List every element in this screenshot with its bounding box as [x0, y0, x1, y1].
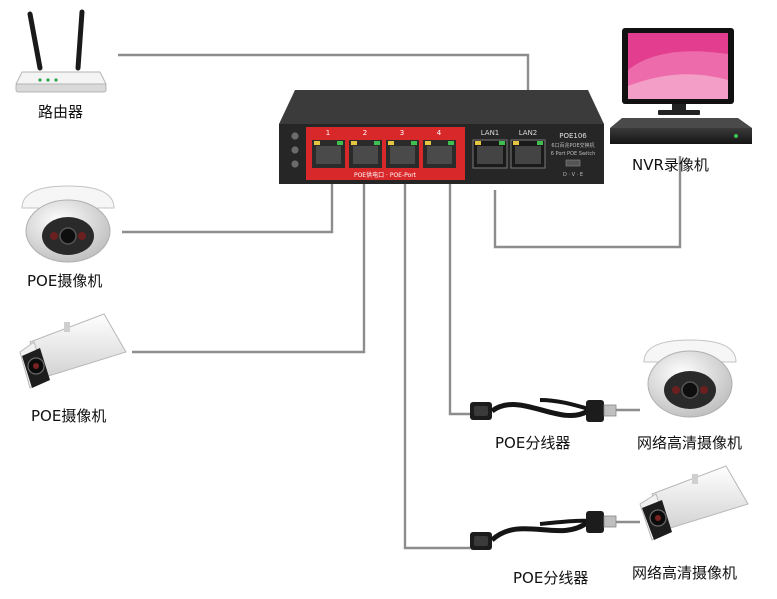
- switch-toggle: [566, 160, 580, 166]
- switch-desc-en: 6 Port POE Switch: [551, 151, 596, 157]
- port-number-2: 2: [363, 129, 367, 137]
- wire-dome-camera-to-port1: [122, 182, 332, 232]
- lan1-label: LAN1: [481, 129, 500, 137]
- splitter-label-1: POE分线器: [495, 432, 570, 453]
- poe-splitter-2-icon: [470, 511, 616, 550]
- wire-port4-to-splitter1: [450, 182, 470, 414]
- lan2-label: LAN2: [519, 129, 538, 137]
- wire-bullet-camera-to-port2: [132, 182, 364, 352]
- hd-camera-label-dome: 网络高清摄像机: [637, 432, 742, 453]
- wire-port3-to-splitter2: [405, 182, 470, 548]
- poe-port-2: [349, 140, 382, 168]
- hd-camera-label-bullet: 网络高清摄像机: [632, 562, 737, 583]
- uplink-port-lan1: [473, 140, 507, 168]
- poe-port-4: [423, 140, 456, 168]
- router-label: 路由器: [38, 101, 83, 122]
- poe-port-label: POE供电口 · POE-Port: [354, 171, 417, 179]
- port-number-1: 1: [326, 129, 330, 137]
- poe-port-1: [312, 140, 345, 168]
- router-icon: [16, 12, 106, 92]
- hd-dome-camera-icon: [644, 340, 736, 417]
- nvr-recorder-icon: [610, 28, 752, 144]
- hd-bullet-camera-icon: [640, 466, 748, 540]
- splitter-label-2: POE分线器: [513, 567, 588, 588]
- poe-camera-label-bullet: POE摄像机: [31, 405, 106, 426]
- poe-bullet-camera-icon: [20, 314, 126, 388]
- poe-splitter-1-icon: [470, 400, 616, 422]
- switch-desc-cn: 6口百兆POE交换机: [551, 142, 594, 149]
- port-number-4: 4: [437, 129, 442, 137]
- poe-port-3: [386, 140, 419, 168]
- switch-model: POE106: [559, 132, 587, 140]
- nvr-label: NVR录像机: [632, 154, 709, 175]
- switch-legend: D · V · E: [563, 172, 583, 178]
- poe-dome-camera-icon: [22, 186, 114, 262]
- poe-switch: 1 2 3 4 POE供电口 · POE-Port LAN1 LAN2 POE1…: [279, 90, 604, 184]
- poe-camera-label-dome: POE摄像机: [27, 270, 102, 291]
- uplink-port-lan2: [511, 140, 545, 168]
- port-number-3: 3: [400, 129, 404, 137]
